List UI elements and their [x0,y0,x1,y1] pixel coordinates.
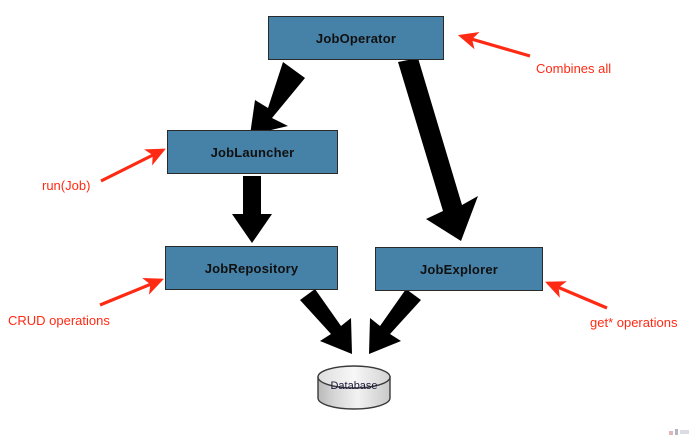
node-job-explorer-label: JobExplorer [419,261,499,277]
node-job-launcher-label: JobLauncher [210,144,295,160]
annotation-arrow-combines-all [457,32,531,58]
database-label: Database [330,380,378,392]
node-job-explorer[interactable]: JobExplorer [375,247,543,291]
corner-watermark-icon [669,429,689,435]
arrow-joboperator-to-joblauncher [250,62,305,135]
annotation-label-run-job: run(Job) [42,178,91,193]
arrow-joblauncher-to-jobrepository [232,176,272,243]
arrow-jobexplorer-to-database [369,289,421,354]
annotation-label-combines-all: Combines all [536,61,612,76]
database-cylinder[interactable] [317,365,391,410]
annotation-label-get-operations: get* operations [590,315,678,330]
node-job-operator-label: JobOperator [315,30,397,46]
node-job-operator[interactable]: JobOperator [268,16,444,60]
annotation-arrow-get-operations [545,281,608,310]
annotation-arrow-run-job [100,148,166,183]
node-job-repository[interactable]: JobRepository [165,246,338,290]
node-job-repository-label: JobRepository [204,260,299,276]
annotation-label-crud-operations: CRUD operations [8,313,110,328]
node-job-launcher[interactable]: JobLauncher [167,130,338,174]
arrow-jobrepository-to-database [300,289,352,354]
arrow-joboperator-to-jobexplorer [398,58,478,241]
annotation-arrow-crud-operations [99,278,164,307]
